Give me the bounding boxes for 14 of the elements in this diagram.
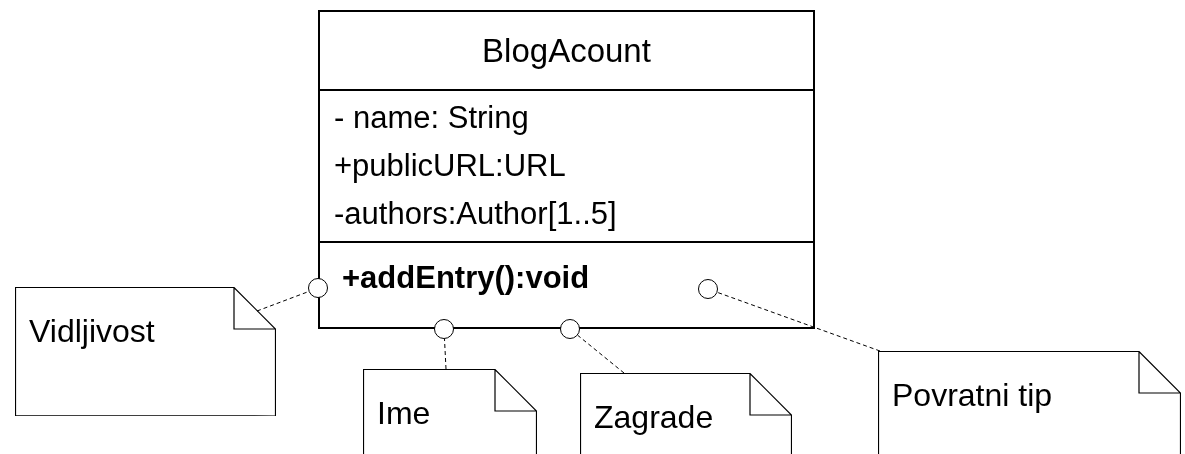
note-text: Povratni tip [892,379,1053,411]
method-text: +addEntry():void [342,259,590,297]
attribute-text: +publicURL:URL [334,147,566,185]
note-text: Ime [377,397,431,429]
leader-line [716,291,881,352]
leader-line [256,291,310,312]
note-text: Zagrade [594,401,714,433]
attribute-text: - name: String [334,99,529,137]
leader-line [577,334,625,374]
attribute-text: -authors:Author[1..5] [334,195,617,233]
leader-line [444,338,447,370]
note-text: Vidljivost [29,315,155,347]
class-box [318,10,815,329]
class-name: BlogAcount [482,30,651,71]
